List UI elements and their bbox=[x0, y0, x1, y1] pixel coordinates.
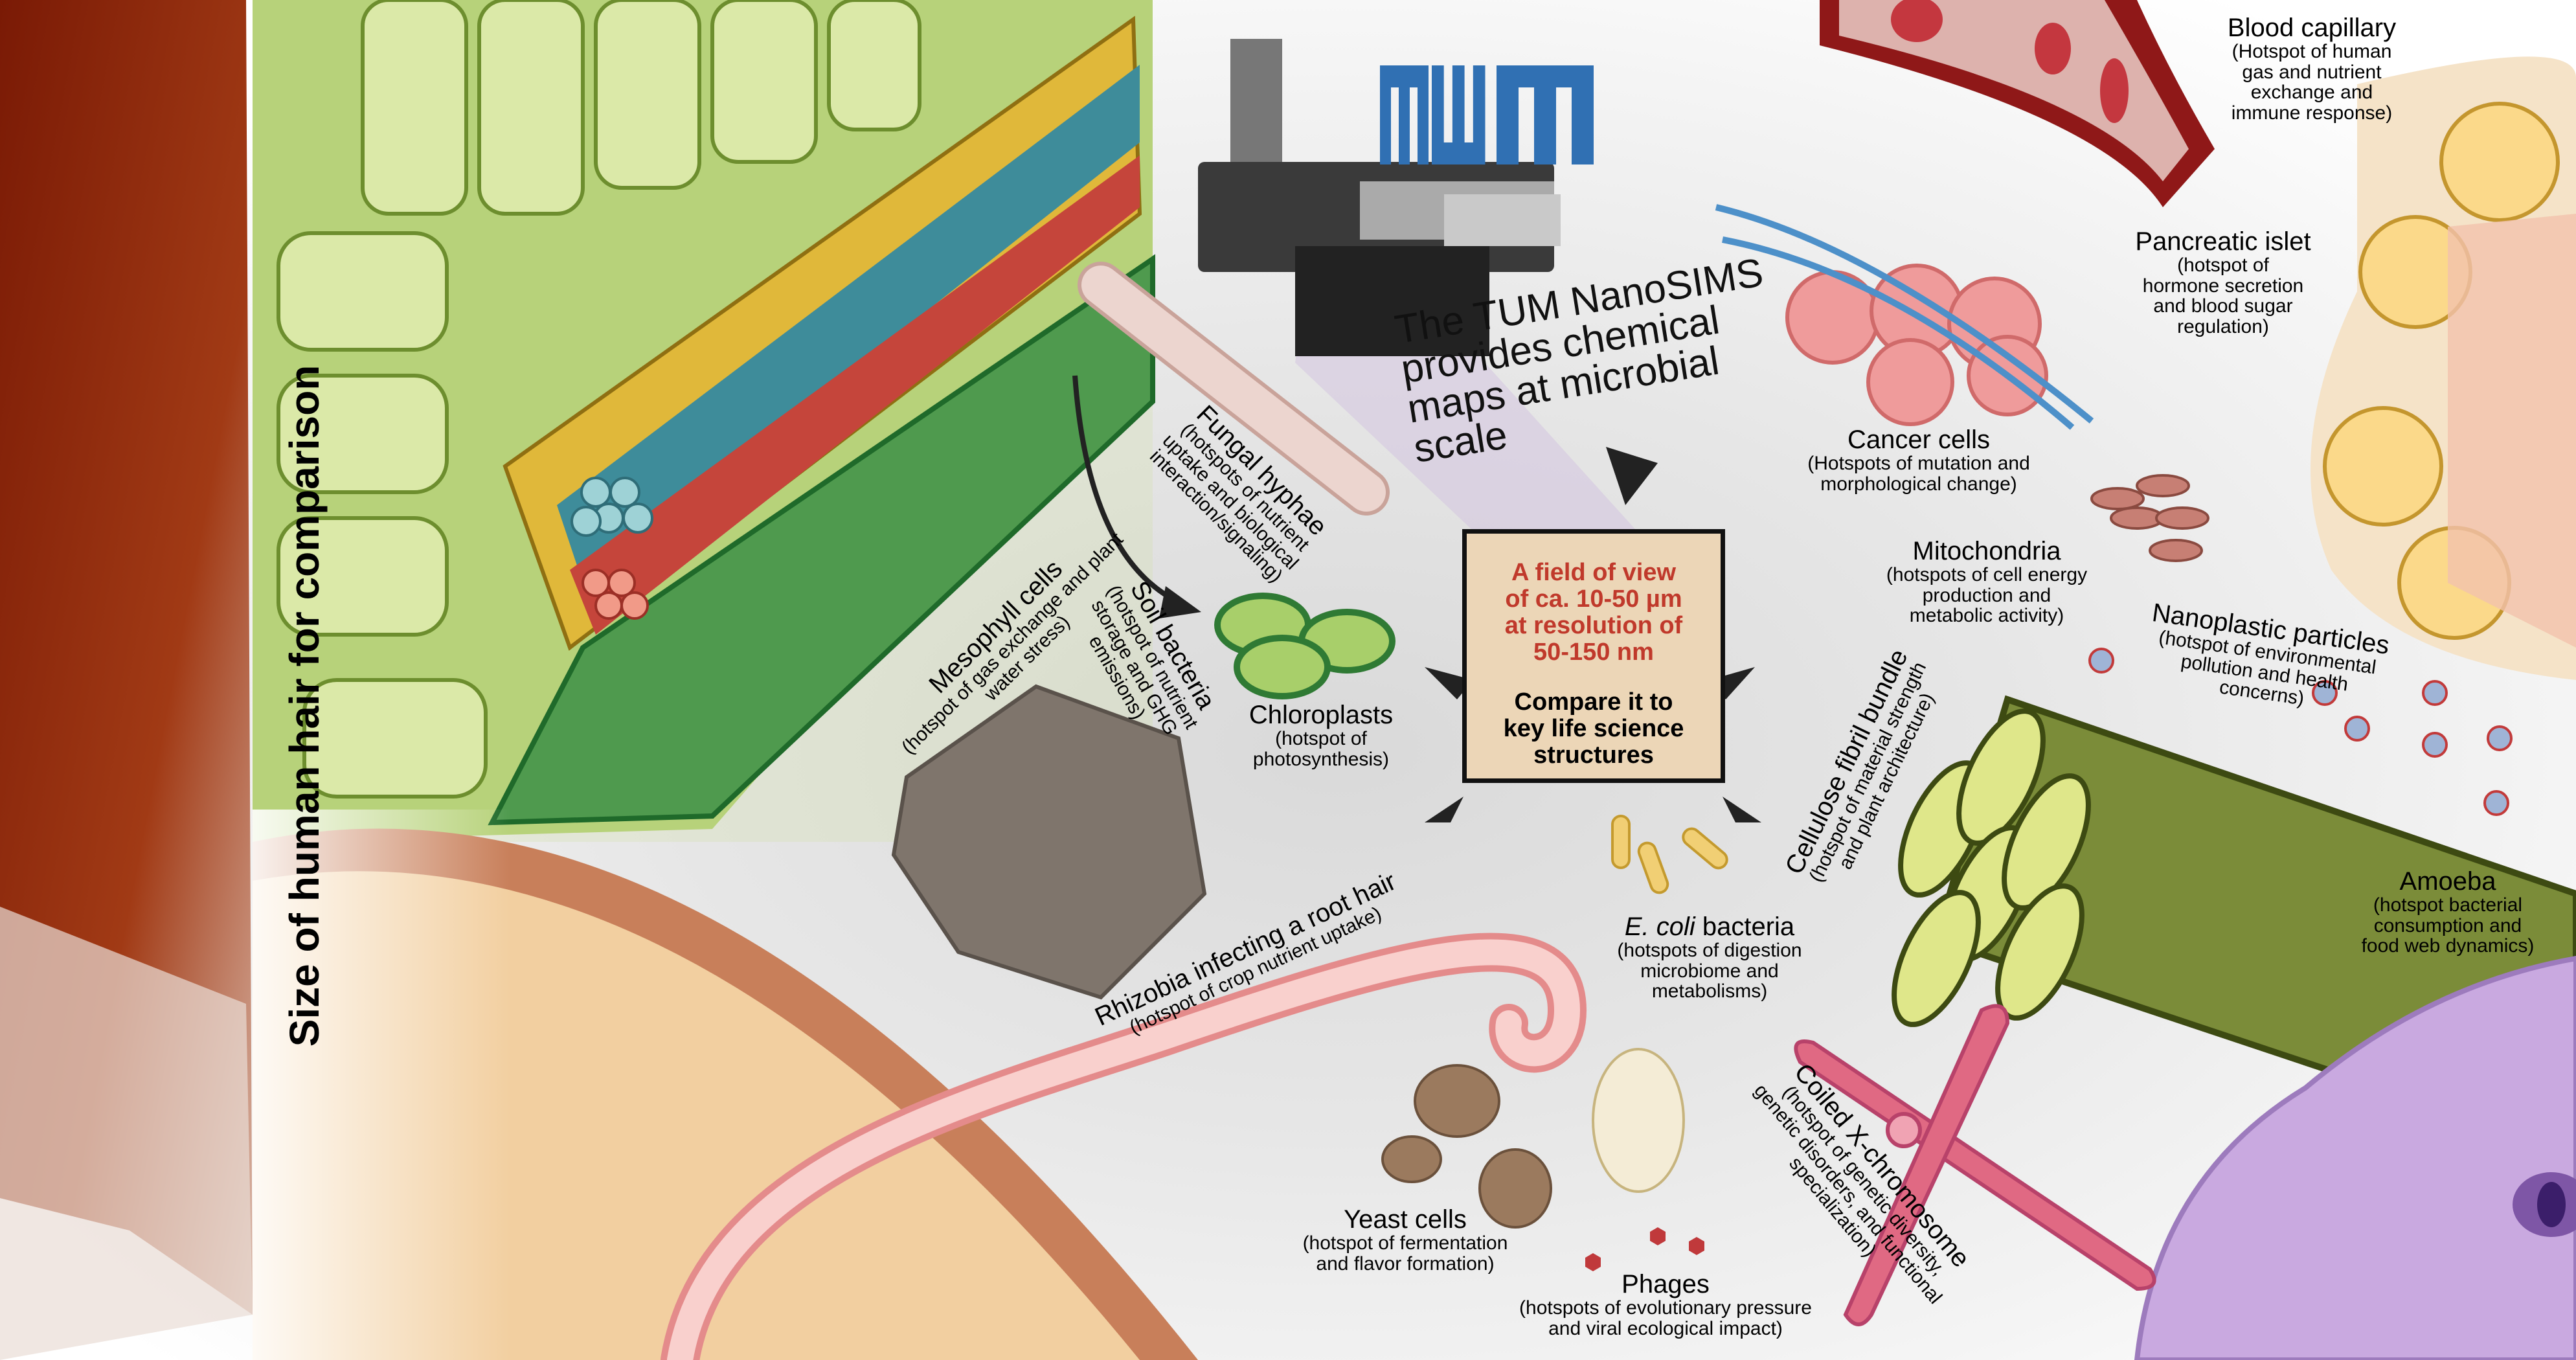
label-sub: regulation) bbox=[2177, 315, 2269, 337]
compare-line: Compare it to bbox=[1514, 688, 1673, 716]
x-chromosome-illustration bbox=[1794, 1004, 2156, 1326]
mitochondria-illustration bbox=[2090, 474, 2209, 562]
label-title-rest: bacteria bbox=[1695, 912, 1795, 941]
label-sub: food web dynamics) bbox=[2361, 935, 2535, 957]
label-yeast: Yeast cells (hotspot of fermentation and… bbox=[1303, 1206, 1508, 1274]
label-chloroplasts: Chloroplasts (hotspot of photosynthesis) bbox=[1249, 701, 1393, 769]
label-sub: (hotspots of evolutionary pressure bbox=[1519, 1297, 1812, 1319]
label-sub: microbiome and bbox=[1640, 960, 1779, 982]
fungal-hyphae-illustration bbox=[1078, 262, 1390, 516]
label-cancer-cells: Cancer cells (Hotspots of mutation and m… bbox=[1807, 426, 2030, 494]
fov-line: of ca. 10-50 µm bbox=[1505, 585, 1682, 613]
yeast-cells-illustration bbox=[1381, 1048, 1685, 1229]
label-title: Blood capillary bbox=[2227, 14, 2397, 42]
root-tissue-illustration bbox=[253, 810, 1587, 1360]
label-title: Chloroplasts bbox=[1248, 701, 1394, 729]
label-title: Amoeba bbox=[2399, 867, 2496, 896]
label-sub: and blood sugar bbox=[2153, 295, 2293, 317]
label-sub: (hotspots of digestion bbox=[1617, 940, 1802, 961]
fov-line: A field of view bbox=[1511, 559, 1677, 586]
phages-illustration bbox=[1585, 1227, 1704, 1271]
label-sub: photosynthesis) bbox=[1252, 748, 1390, 770]
label-sub: and flavor formation) bbox=[1316, 1252, 1495, 1275]
hair-comparison-label: Size of human hair for comparison bbox=[281, 365, 328, 1047]
label-amoeba: Amoeba (hotspot bacterial consumption an… bbox=[2362, 868, 2535, 957]
label-sub: consumption and bbox=[2373, 914, 2522, 936]
human-hair-image bbox=[0, 0, 253, 1360]
nanoplastic-particles-illustration bbox=[2088, 648, 2513, 816]
label-title: Phages bbox=[1621, 1270, 1710, 1298]
label-ecoli: E. coli bacteria (hotspots of digestion … bbox=[1617, 913, 1802, 1002]
compare-line: key life science bbox=[1503, 715, 1684, 743]
nanosims-instrument bbox=[1198, 39, 1684, 583]
label-sub: and viral ecological impact) bbox=[1548, 1317, 1783, 1339]
label-title-italic: E. coli bbox=[1624, 912, 1695, 941]
cancer-cells-illustration bbox=[1715, 204, 2094, 430]
compare-prompt: Compare it to key life science structure… bbox=[1467, 689, 1721, 769]
label-sub: immune response) bbox=[2231, 102, 2393, 124]
soil-aggregate-illustration bbox=[891, 684, 1207, 1000]
pancreatic-islet-illustration bbox=[2310, 56, 2576, 681]
ecoli-illustration bbox=[1611, 815, 1728, 894]
label-sub: (hotspot of bbox=[2177, 255, 2269, 276]
label-pancreatic-islet: Pancreatic islet (hotspot of hormone sec… bbox=[2135, 228, 2310, 337]
label-sub: morphological change) bbox=[1820, 473, 2017, 495]
label-sub: (hotspot of bbox=[1275, 728, 1367, 749]
label-sub: hormone secretion bbox=[2142, 275, 2304, 297]
label-sub: (hotspots of cell energy bbox=[1886, 564, 2088, 585]
label-phages: Phages (hotspots of evolutionary pressur… bbox=[1519, 1271, 1812, 1339]
fov-line: at resolution of bbox=[1504, 612, 1683, 640]
label-sub: (hotspot bacterial bbox=[2373, 894, 2523, 916]
blood-capillary-illustration bbox=[1820, 0, 2215, 207]
label-sub: gas and nutrient bbox=[2242, 61, 2382, 83]
tum-logo bbox=[1380, 65, 1594, 168]
field-of-view-box: A field of view of ca. 10-50 µm at resol… bbox=[1462, 529, 1725, 783]
label-sub: (Hotspots of mutation and bbox=[1807, 453, 2030, 474]
plant-tissue-illustration bbox=[253, 0, 1155, 842]
chloroplasts-illustration bbox=[1214, 593, 1395, 699]
fov-description: A field of view of ca. 10-50 µm at resol… bbox=[1467, 559, 1721, 666]
label-title: E. coli bacteria bbox=[1617, 913, 1802, 940]
amoeba-illustration bbox=[2134, 955, 2576, 1360]
label-sub: metabolisms) bbox=[1651, 980, 1768, 1002]
label-title: Pancreatic islet bbox=[2135, 227, 2311, 256]
label-sub: exchange and bbox=[2250, 82, 2373, 103]
label-title: Mitochondria bbox=[1912, 537, 2061, 565]
label-sub: metabolic activity) bbox=[1909, 605, 2064, 626]
label-mitochondria: Mitochondria (hotspots of cell energy pr… bbox=[1886, 538, 2087, 626]
compare-line: structures bbox=[1533, 742, 1654, 769]
label-sub: (Hotspot of human bbox=[2231, 41, 2392, 62]
label-sub: (hotspot of fermentation bbox=[1302, 1232, 1508, 1254]
label-title: Cancer cells bbox=[1847, 425, 1991, 454]
fov-line: 50-150 nm bbox=[1533, 639, 1654, 666]
label-title: Yeast cells bbox=[1344, 1205, 1467, 1234]
label-sub: production and bbox=[1922, 584, 2051, 606]
label-blood-capillary: Blood capillary (Hotspot of human gas an… bbox=[2228, 14, 2396, 123]
